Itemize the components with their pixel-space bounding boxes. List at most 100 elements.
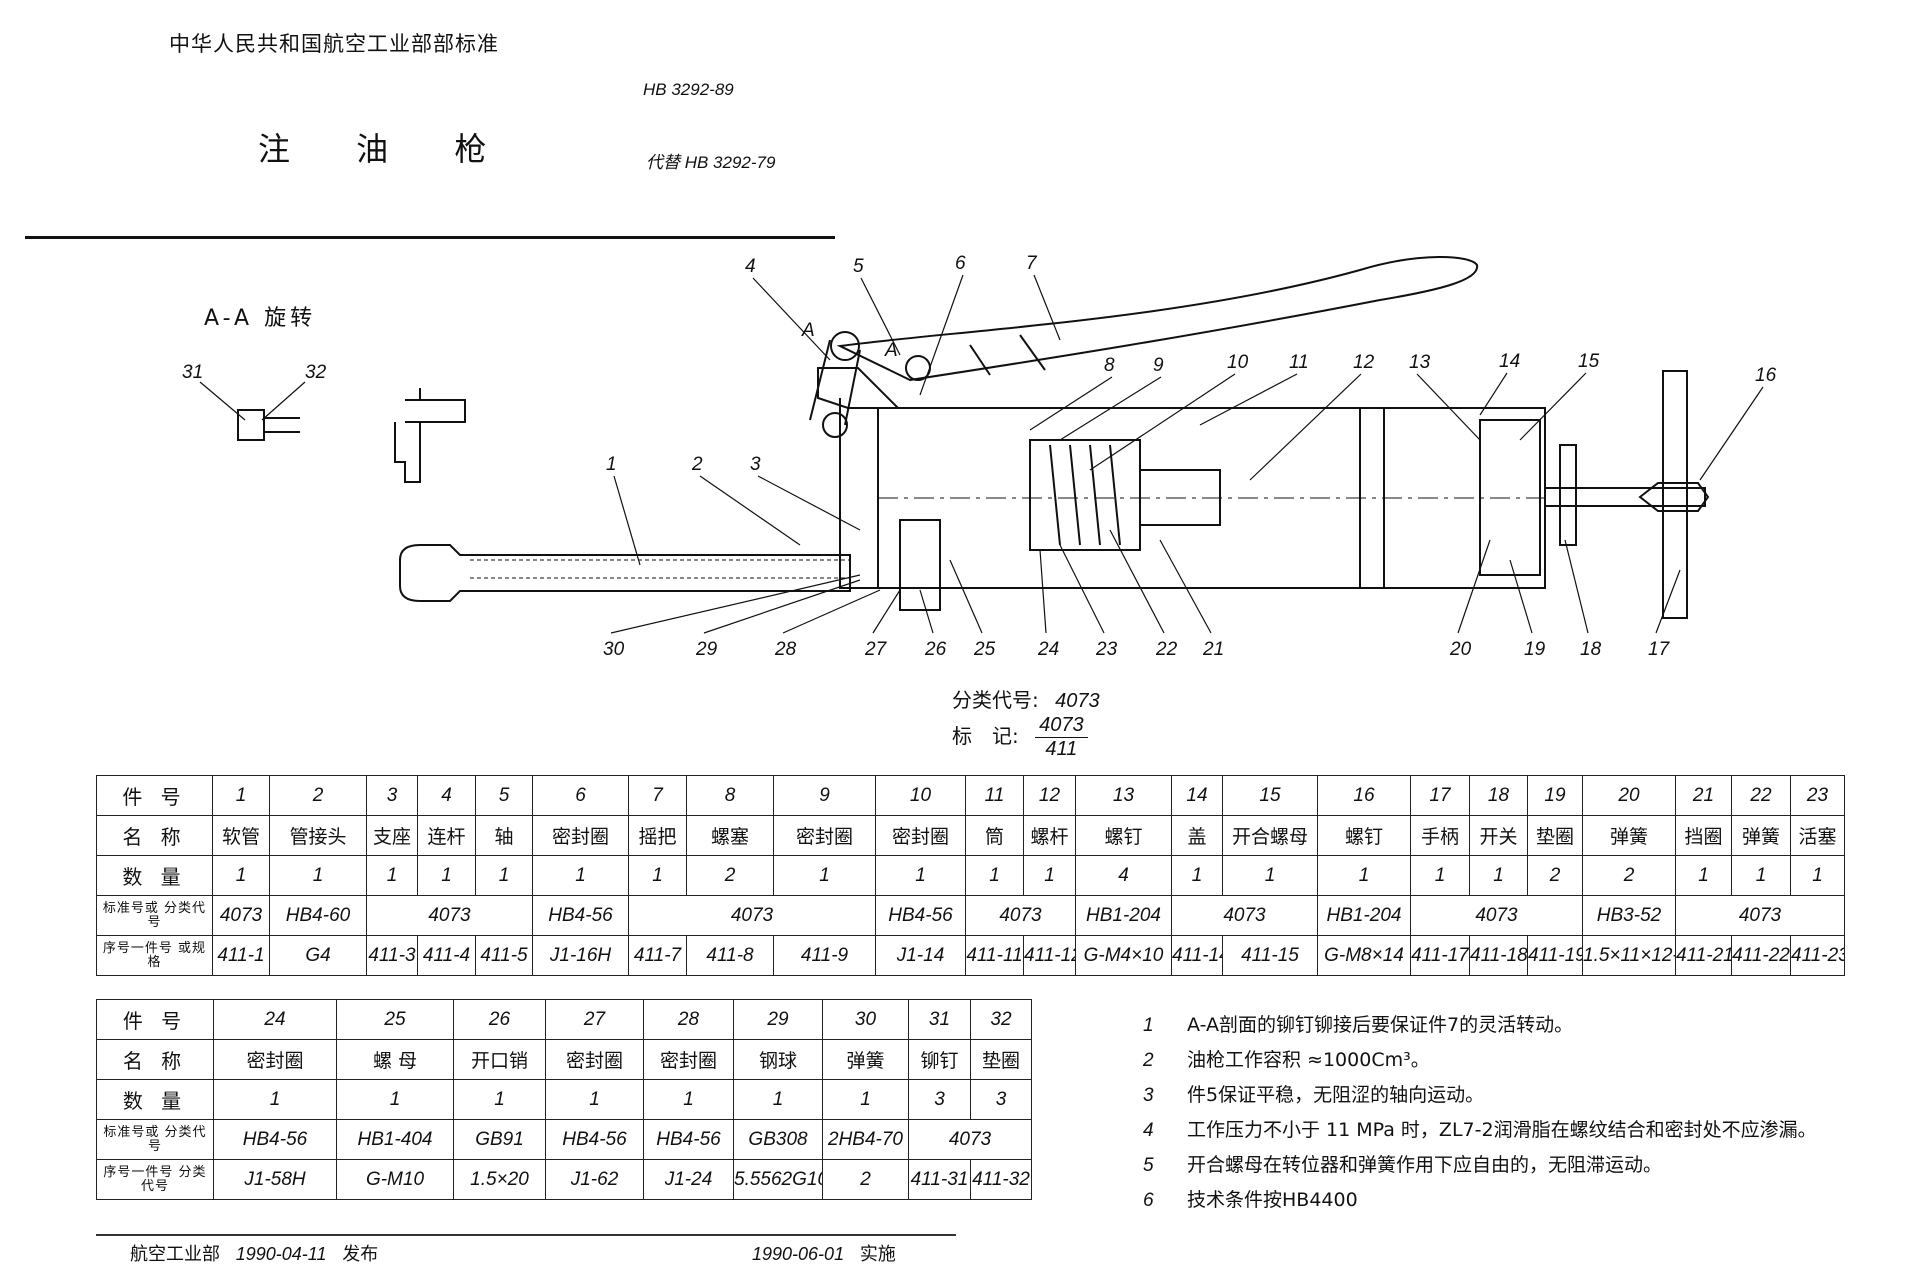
part-name-cell: 密封圈	[773, 815, 876, 856]
spec-cell: 411-19	[1527, 935, 1583, 976]
part-name-cell: 螺 母	[336, 1039, 454, 1080]
part-number-cell: 31	[908, 999, 971, 1040]
rivet-detail	[237, 409, 265, 441]
row-label: 数 量	[96, 855, 213, 896]
note-number: 6	[1143, 1190, 1154, 1211]
spec-cell: 5.5562G100b	[733, 1159, 823, 1200]
row-label: 序号一件号 或规格	[96, 935, 213, 976]
part-name-cell: 轴	[475, 815, 533, 856]
quantity-cell: 3	[908, 1079, 971, 1120]
spec-cell: 411-31	[908, 1159, 971, 1200]
spec-cell: J1-24	[643, 1159, 734, 1200]
spec-cell: 411-8	[686, 935, 774, 976]
table-row-part-name: 名 称软管管接头支座连杆轴密封圈摇把螺塞密封圈密封圈筒螺杆螺钉盖开合螺母螺钉手柄…	[96, 815, 1845, 856]
part-number-cell: 7	[628, 775, 687, 816]
issue-label: 发布	[342, 1244, 379, 1265]
spec-cell: G4	[269, 935, 367, 976]
quantity-cell: 1	[366, 855, 418, 896]
standard-code-cell: HB4-56	[532, 895, 629, 936]
part-name-cell: 盖	[1171, 815, 1223, 856]
callout-18: 18	[1580, 639, 1602, 660]
leader-line	[1699, 386, 1764, 481]
issue-date: 1990-04-11	[235, 1244, 327, 1264]
callout-11: 11	[1289, 352, 1309, 373]
part-number-cell: 32	[970, 999, 1032, 1040]
effective-label: 实施	[859, 1244, 896, 1265]
row-label: 标准号或 分类代号	[96, 895, 213, 936]
spec-cell: 411-21	[1675, 935, 1732, 976]
standard-code-cell: 2HB4-70	[822, 1119, 909, 1160]
callout-14: 14	[1499, 351, 1520, 372]
detail-callout-32: 32	[305, 362, 327, 383]
marking-numerator: 4073	[1035, 714, 1088, 738]
quantity-cell: 1	[213, 1079, 337, 1120]
callout-24: 24	[1037, 639, 1059, 660]
callout-30: 30	[603, 639, 625, 660]
quantity-cell: 4	[1075, 855, 1172, 896]
part-number-cell: 11	[965, 775, 1024, 816]
table-row-part-name: 名 称密封圈螺 母开口销密封圈密封圈钢球弹簧铆钉垫圈	[96, 1039, 1032, 1080]
part-number-cell: 13	[1075, 775, 1172, 816]
spec-cell: 411-17	[1410, 935, 1470, 976]
part-number-cell: 25	[336, 999, 454, 1040]
part-number-cell: 9	[773, 775, 876, 816]
part-name-cell: 密封圈	[875, 815, 966, 856]
quantity-cell: 1	[417, 855, 476, 896]
part-name-cell: 摇把	[628, 815, 687, 856]
callout-22: 22	[1155, 639, 1178, 660]
standard-code-cell: 4073	[628, 895, 876, 936]
effective-date: 1990-06-01	[752, 1244, 845, 1264]
part-name-cell: 密封圈	[545, 1039, 644, 1080]
part-number-cell: 23	[1790, 775, 1845, 816]
quantity-cell: 1	[1171, 855, 1223, 896]
part-number-cell: 28	[643, 999, 734, 1040]
t-handle	[1662, 370, 1688, 619]
spec-cell: 411-23	[1790, 935, 1845, 976]
marking: 标 记: 4073 411	[952, 714, 1088, 761]
quantity-cell: 1	[212, 855, 270, 896]
row-label: 名 称	[96, 1039, 214, 1080]
part-number-cell: 6	[532, 775, 629, 816]
standard-code-cell: GB91	[453, 1119, 546, 1160]
detail-callout-31: 31	[182, 362, 203, 383]
leader-line	[919, 274, 964, 396]
part-name-cell: 挡圈	[1675, 815, 1732, 856]
quantity-cell: 1	[1731, 855, 1791, 896]
leader-line	[757, 475, 861, 531]
quantity-cell: 2	[1527, 855, 1583, 896]
leader-line	[1655, 569, 1681, 634]
note-text: 开合螺母在转位器和弹簧作用下应自由的，无阻滞运动。	[1187, 1154, 1663, 1176]
leader-lines	[610, 274, 1764, 634]
spec-cell: 411-15	[1222, 935, 1318, 976]
part-number-cell: 22	[1731, 775, 1791, 816]
part-number-cell: 4	[417, 775, 476, 816]
callout-17: 17	[1648, 639, 1671, 660]
lever-handle	[836, 256, 1479, 382]
standard-code-cell: 4073	[1410, 895, 1583, 936]
part-name-cell: 活塞	[1790, 815, 1845, 856]
quantity-cell: 1	[1222, 855, 1318, 896]
leader-line	[699, 475, 801, 546]
classification-value: 4073	[1055, 690, 1100, 712]
note-number: 1	[1143, 1015, 1154, 1036]
callout-16: 16	[1755, 365, 1777, 386]
note-number: 5	[1143, 1155, 1154, 1176]
note-5: 5 开合螺母在转位器和弹簧作用下应自由的，无阻滞运动。	[1143, 1148, 1817, 1183]
leader-line	[1457, 539, 1491, 634]
standard-code-cell: HB4-56	[875, 895, 966, 936]
callout-5: 5	[853, 256, 864, 277]
standard-code-cell: HB3-52	[1582, 895, 1676, 936]
part-number-cell: 15	[1222, 775, 1318, 816]
standard-code-cell: 4073	[1675, 895, 1845, 936]
callout-7: 7	[1026, 253, 1038, 274]
spec-cell: 1.5×20	[453, 1159, 546, 1200]
callout-27: 27	[864, 639, 888, 660]
callout-12: 12	[1353, 352, 1375, 373]
section-mark-a-left: A	[801, 320, 815, 341]
callout-20: 20	[1449, 639, 1472, 660]
